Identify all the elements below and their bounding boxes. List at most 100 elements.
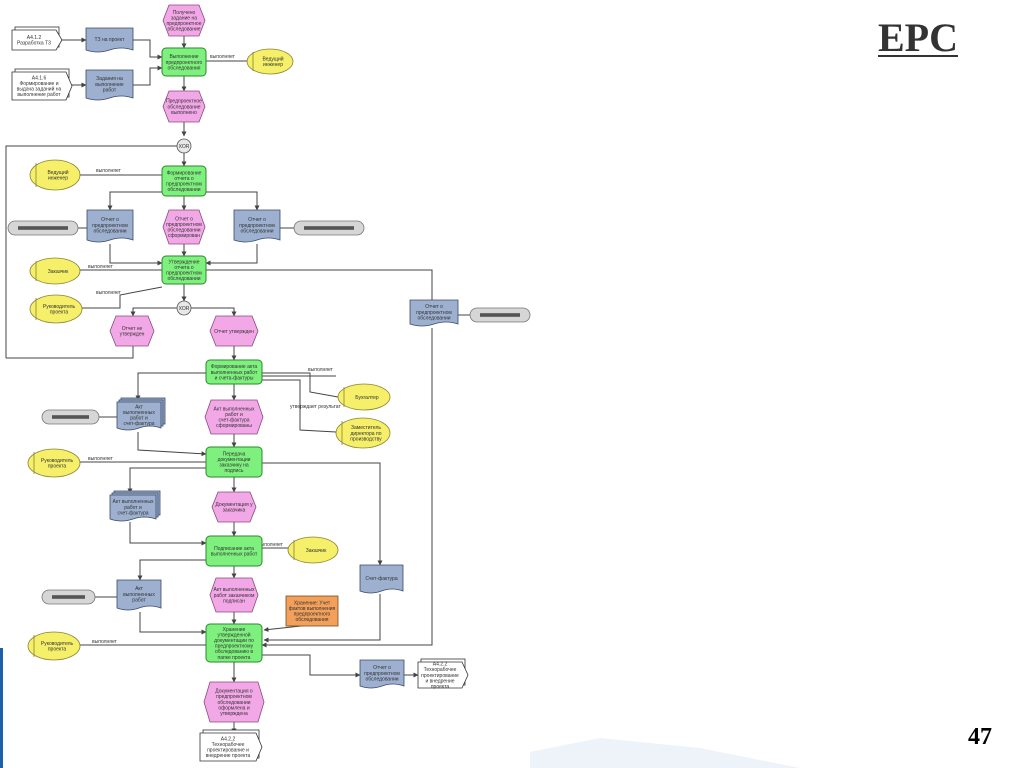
edge-label-executes: выполняет xyxy=(92,639,118,645)
document: ТЗ на проект xyxy=(85,27,134,53)
svg-text:Заказчик: Заказчик xyxy=(306,548,327,554)
information-system xyxy=(469,307,531,323)
svg-text:Бухгалтер: Бухгалтер xyxy=(355,395,379,401)
role: Заказчик xyxy=(287,536,339,564)
information-system xyxy=(293,220,365,236)
page-number: 47 xyxy=(968,724,992,750)
xor-gateway: XOR xyxy=(176,138,192,154)
edge-label-executes: выполняет xyxy=(308,367,334,373)
edge-label-executes: выполняет xyxy=(96,168,122,174)
role: Бухгалтер xyxy=(337,383,391,411)
svg-text:Счет-фактура: Счет-фактура xyxy=(365,576,397,582)
xor-gateway: XOR xyxy=(176,300,192,316)
event: Отчет утвержден xyxy=(209,315,259,347)
edge-label-approves-result: утверждает результат xyxy=(290,404,341,410)
svg-text:Заказчик: Заказчик xyxy=(48,269,69,275)
edge-label-executes: выполняет xyxy=(88,456,114,462)
left-accent-stripe xyxy=(0,648,3,768)
role: Заказчик xyxy=(29,257,81,285)
edge-label-executes: выполняет xyxy=(210,54,236,60)
svg-text:XOR: XOR xyxy=(179,306,190,312)
information-system xyxy=(41,589,96,605)
edge-labels: выполняет выполняет выполняет выполняет … xyxy=(88,54,341,645)
svg-text:XOR: XOR xyxy=(179,144,190,150)
page-title: EPC xyxy=(878,15,958,60)
edge-label-executes: выполняет xyxy=(258,542,284,548)
information-system xyxy=(41,409,100,425)
connectors xyxy=(5,36,470,734)
svg-text:Отчет утвержден: Отчет утвержден xyxy=(214,329,254,335)
document: Счет-фактура xyxy=(359,564,404,594)
information-system xyxy=(7,220,79,236)
edge-label-executes: выполняет xyxy=(88,264,114,270)
